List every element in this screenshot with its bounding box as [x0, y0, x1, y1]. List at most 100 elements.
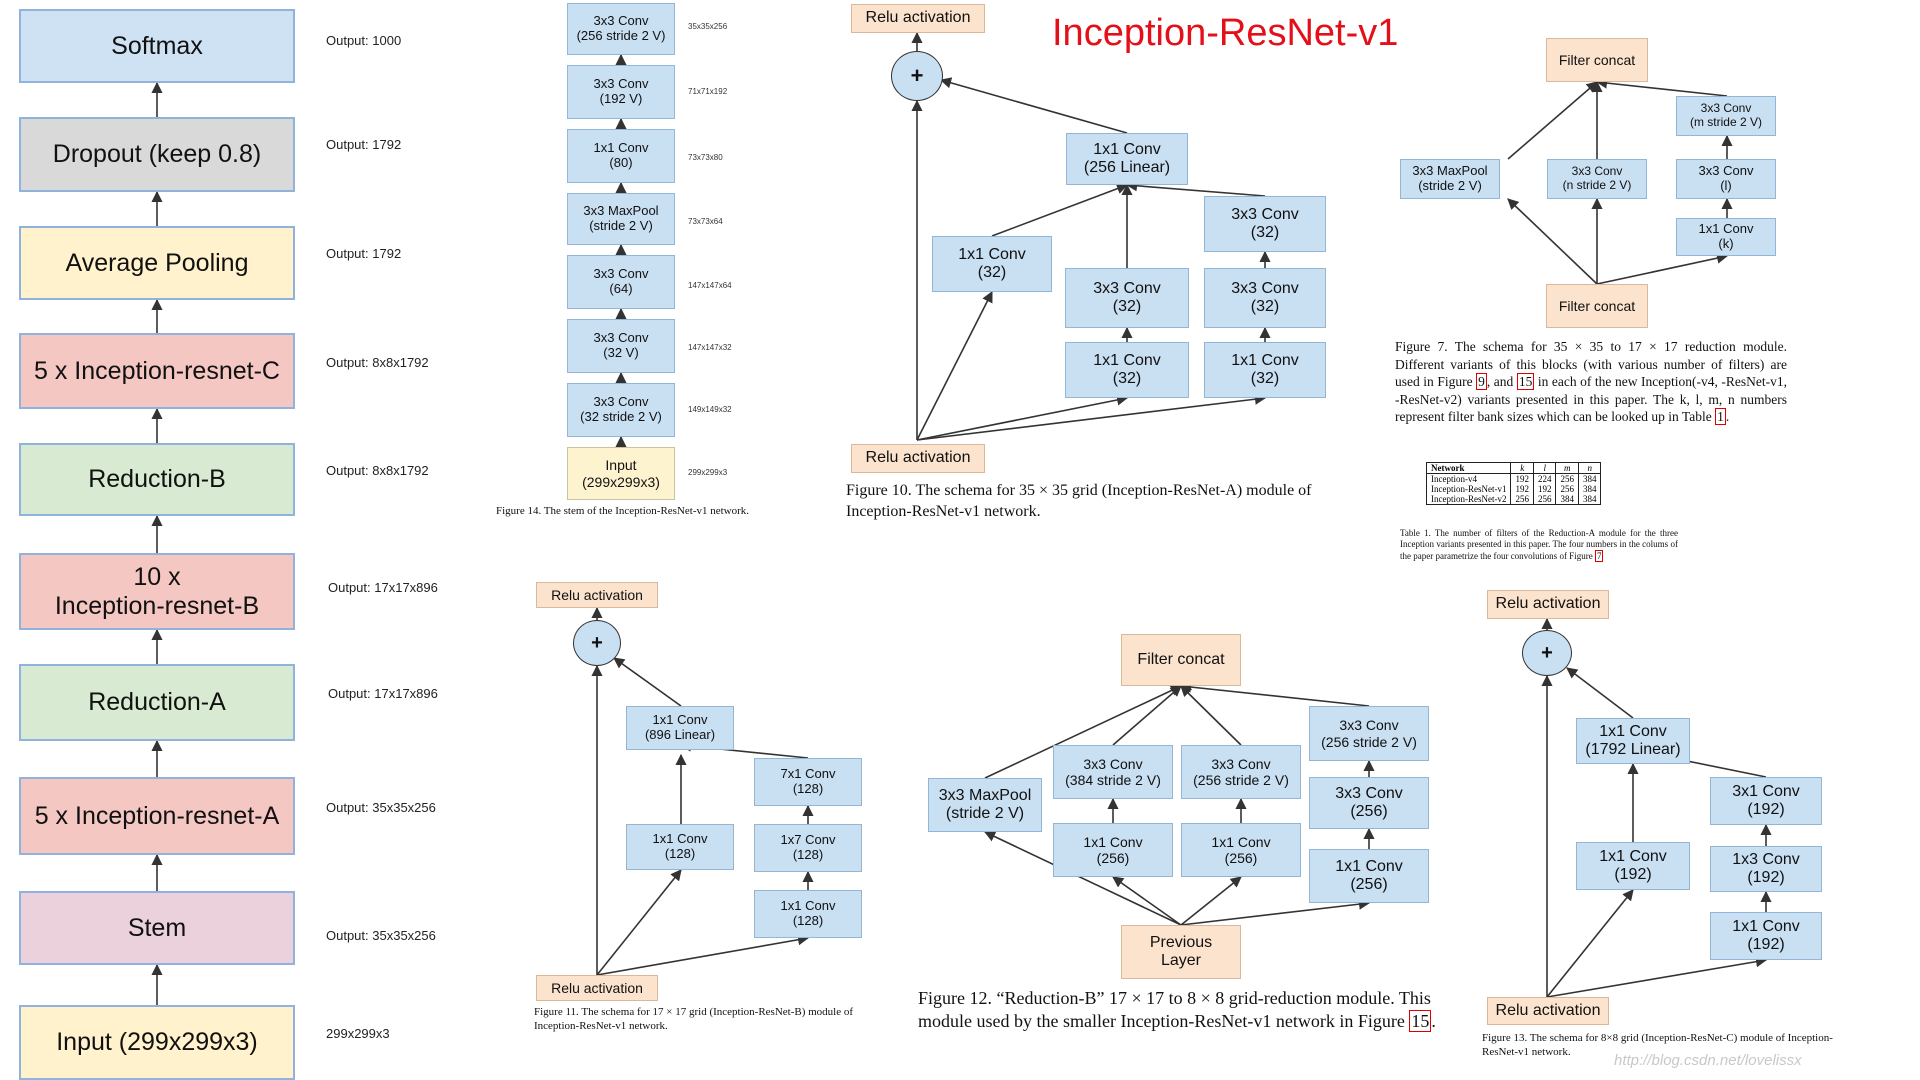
table-cell: 384 [1578, 484, 1602, 494]
conv-branch-2c: 1x1 Conv (128) [754, 890, 862, 938]
table-header: k [1510, 462, 1534, 474]
relu-activation-bottom: Relu activation [851, 444, 985, 473]
table-cell: 192 [1533, 484, 1557, 494]
stem-block: 3x3 Conv (192 V) [567, 65, 675, 119]
add-icon: + [1522, 630, 1572, 676]
stem-block: 1x1 Conv (80) [567, 129, 675, 183]
caption-text: . [1431, 1011, 1436, 1032]
figure-ref-link[interactable]: 7 [1594, 549, 1604, 562]
table-cell: 224 [1533, 473, 1557, 484]
figure-ref-link[interactable]: 15 [1516, 373, 1535, 391]
table-cell: 256 [1533, 494, 1557, 505]
stem-input-block: Input (299x299x3) [567, 447, 675, 500]
table-cell: 384 [1578, 473, 1602, 484]
caption-text: in each of the new Inception(-v4, -ResNe… [1395, 374, 1787, 425]
add-icon: + [573, 620, 621, 666]
relu-activation-bottom: Relu activation [536, 975, 658, 1001]
output-label: 299x299x3 [326, 1026, 390, 1041]
figure-ref-link[interactable]: 9 [1476, 373, 1487, 391]
table-row: Inception-v4 192 224 256 384 [1426, 473, 1602, 484]
previous-layer-block: Previous Layer [1121, 925, 1241, 979]
stem-block: 3x3 Conv (64) [567, 255, 675, 309]
table-row: Inception-ResNet-v2 256 256 384 384 [1426, 494, 1602, 505]
maxpool-block: 3x3 MaxPool (stride 2 V) [928, 778, 1042, 832]
stem-block: 3x3 Conv (32 stride 2 V) [567, 383, 675, 437]
block-average-pooling: Average Pooling [19, 226, 295, 300]
filter-concat-top: Filter concat [1546, 38, 1648, 82]
watermark: http://blog.csdn.net/lovelissx [1614, 1052, 1802, 1069]
caption-text: . [1725, 409, 1730, 425]
conv-branch-1: 1x1 Conv (32) [932, 236, 1052, 292]
conv-branch-2a: 3x1 Conv (192) [1710, 777, 1822, 825]
block-inception-resnet-c: 5 x Inception-resnet-C [19, 333, 295, 409]
figure-12-caption: Figure 12. “Reduction-B” 17 × 17 to 8 × … [918, 987, 1444, 1034]
conv-branch-3a: 3x3 Conv (32) [1204, 196, 1326, 252]
caption-text: Table 1. The number of filters of the Re… [1400, 528, 1678, 561]
output-label: Output: 35x35x256 [326, 928, 436, 943]
table-cell: 256 [1555, 484, 1579, 494]
figure-10-caption: Figure 10. The schema for 35 × 35 grid (… [846, 482, 1312, 520]
conv-384-stride-block: 3x3 Conv (384 stride 2 V) [1053, 745, 1173, 799]
block-softmax: Softmax [19, 9, 295, 83]
stem-size-label: 35x35x256 [688, 22, 728, 31]
conv-m-block: 3x3 Conv (m stride 2 V) [1676, 96, 1776, 136]
table-1-caption: Table 1. The number of filters of the Re… [1400, 528, 1678, 562]
conv-branch-2b: 1x7 Conv (128) [754, 824, 862, 872]
table-row: Inception-ResNet-v1 192 192 256 384 [1426, 484, 1602, 494]
stem-size-label: 147x147x32 [688, 343, 732, 352]
stem-block: 3x3 Conv (256 stride 2 V) [567, 3, 675, 55]
output-label: Output: 17x17x896 [328, 580, 438, 595]
conv-branch-2c: 1x1 Conv (192) [1710, 912, 1822, 960]
conv-1x1-block: 1x1 Conv (256) [1053, 823, 1173, 877]
table-header: m [1555, 462, 1579, 474]
stem-size-label: 71x71x192 [688, 87, 728, 96]
table-header: l [1533, 462, 1557, 474]
block-stem: Stem [19, 891, 295, 965]
output-label: Output: 1000 [326, 33, 402, 48]
table-header: Network [1426, 462, 1512, 474]
output-label: Output: 8x8x1792 [326, 355, 429, 370]
table-cell: Inception-ResNet-v1 [1426, 484, 1512, 494]
conv-branch-2b: 1x3 Conv (192) [1710, 846, 1822, 892]
output-label: Output: 17x17x896 [328, 686, 438, 701]
stem-size-label: 149x149x32 [688, 405, 732, 414]
maxpool-block: 3x3 MaxPool (stride 2 V) [1400, 159, 1500, 199]
relu-activation-top: Relu activation [1487, 590, 1609, 619]
add-icon: + [891, 51, 943, 101]
conv-k-block: 1x1 Conv (k) [1676, 218, 1776, 256]
conv-3x3-block: 3x3 Conv (256) [1309, 777, 1429, 829]
relu-activation-top: Relu activation [851, 4, 985, 33]
stem-block: 3x3 Conv (32 V) [567, 319, 675, 373]
conv-l-block: 3x3 Conv (l) [1676, 159, 1776, 199]
table-cell: 256 [1510, 494, 1534, 505]
block-input: Input (299x299x3) [19, 1005, 295, 1080]
conv-n-block: 3x3 Conv (n stride 2 V) [1547, 159, 1647, 199]
conv-linear: 1x1 Conv (256 Linear) [1066, 133, 1188, 185]
conv-256-stride-right-block: 3x3 Conv (256 stride 2 V) [1309, 706, 1429, 761]
stem-size-label: 299x299x3 [688, 468, 728, 477]
caption-text: Figure 12. “Reduction-B” 17 × 17 to 8 × … [918, 988, 1431, 1032]
table-ref-link[interactable]: 1 [1715, 408, 1726, 426]
conv-branch-1: 1x1 Conv (128) [626, 824, 734, 870]
block-inception-resnet-a: 5 x Inception-resnet-A [19, 777, 295, 855]
conv-branch-3b: 3x3 Conv (32) [1204, 268, 1326, 328]
caption-text: Figure 7. The schema for 35 × 35 to 17 ×… [1395, 339, 1787, 390]
table-1: Network k l m n Inception-v4 192 224 256… [1426, 462, 1602, 505]
figure-11-caption: Figure 11. The schema for 17 × 17 grid (… [534, 1006, 854, 1032]
conv-1x1-right-block: 1x1 Conv (256) [1309, 849, 1429, 903]
output-label: Output: 1792 [326, 246, 402, 261]
conv-branch-3c: 1x1 Conv (32) [1204, 342, 1326, 398]
figure-14-caption: Figure 14. The stem of the Inception-Res… [496, 505, 750, 517]
conv-1x1-block: 1x1 Conv (256) [1181, 823, 1301, 877]
conv-linear: 1x1 Conv (1792 Linear) [1576, 718, 1690, 764]
table-cell: Inception-ResNet-v2 [1426, 494, 1512, 505]
figure-7-caption: Figure 7. The schema for 35 × 35 to 17 ×… [1395, 338, 1787, 426]
conv-branch-1: 1x1 Conv (192) [1576, 842, 1690, 890]
filter-concat-bottom: Filter concat [1546, 284, 1648, 328]
table-cell: 384 [1578, 494, 1602, 505]
table-cell: 192 [1510, 473, 1534, 484]
figure-ref-link[interactable]: 15 [1409, 1010, 1432, 1033]
stem-size-label: 147x147x64 [688, 281, 732, 290]
table-cell: Inception-v4 [1426, 473, 1512, 484]
